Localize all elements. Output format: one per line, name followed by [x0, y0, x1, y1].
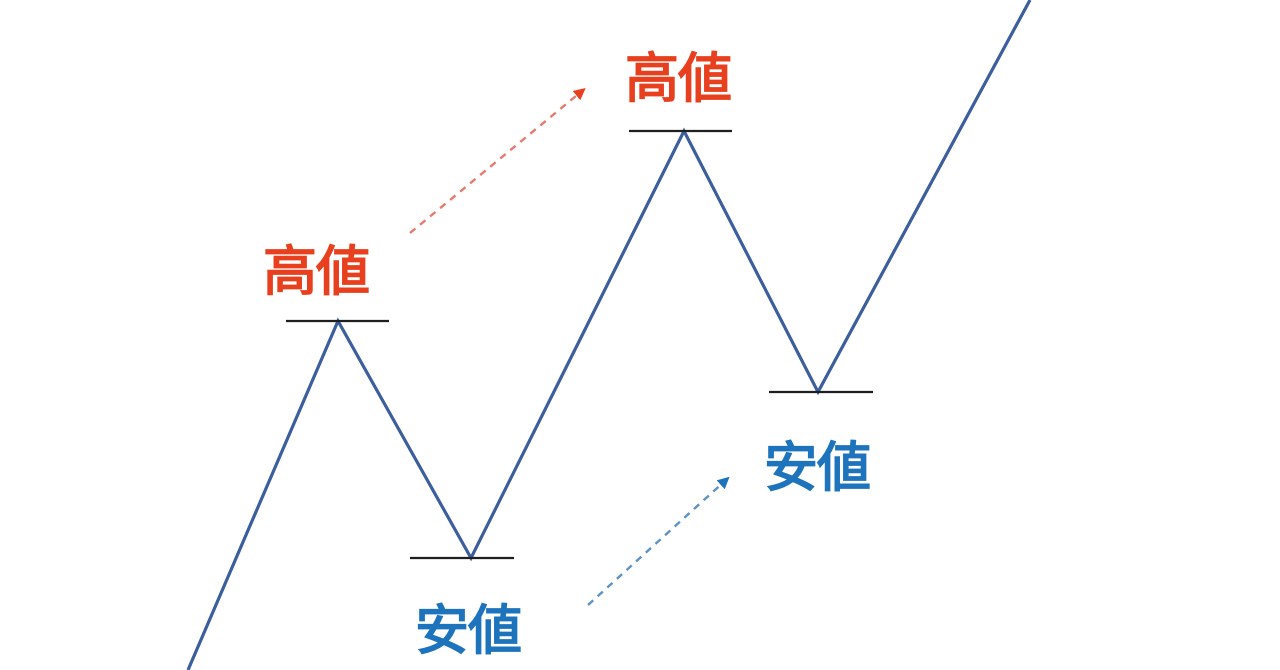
higher-high-arrow	[409, 87, 586, 234]
high-label-1: 高値	[263, 240, 370, 303]
higher-low-arrow	[587, 476, 730, 606]
low-label-1: 安値	[415, 599, 522, 662]
high-label-2: 高値	[625, 47, 732, 110]
price-zigzag-line	[186, 0, 1032, 670]
low-label-2: 安値	[764, 436, 871, 499]
